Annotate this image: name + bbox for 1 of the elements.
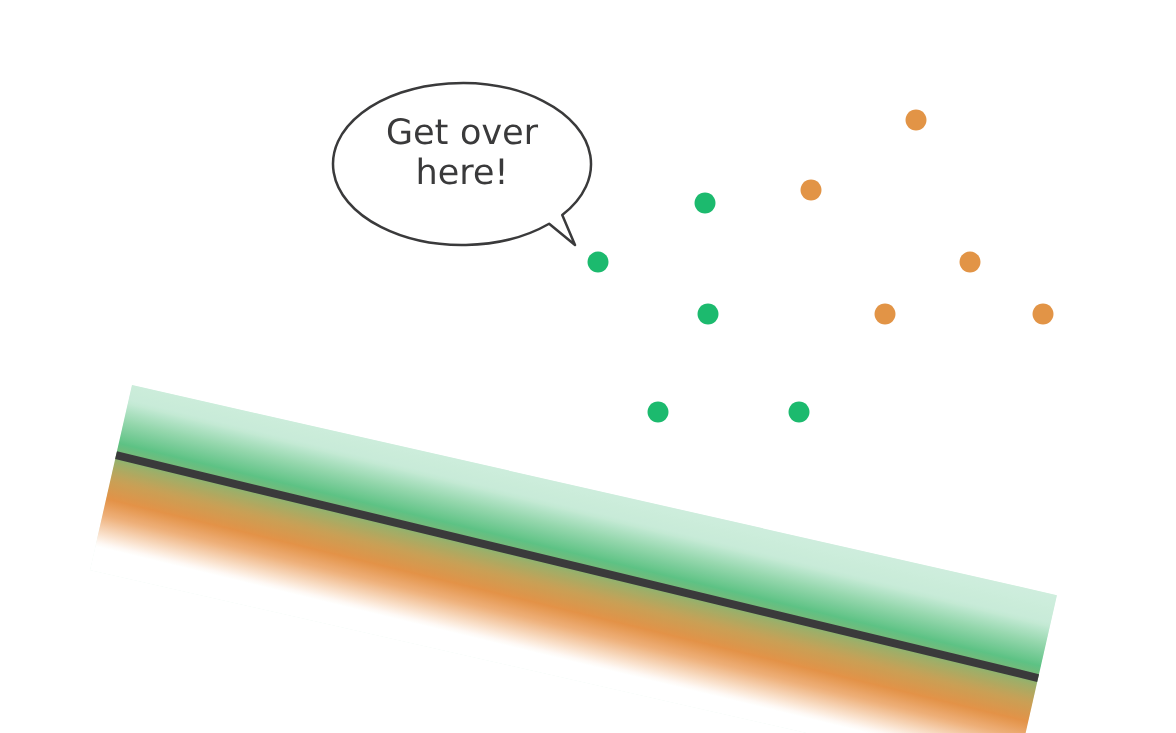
speech-bubble: Get over here!: [331, 81, 593, 247]
